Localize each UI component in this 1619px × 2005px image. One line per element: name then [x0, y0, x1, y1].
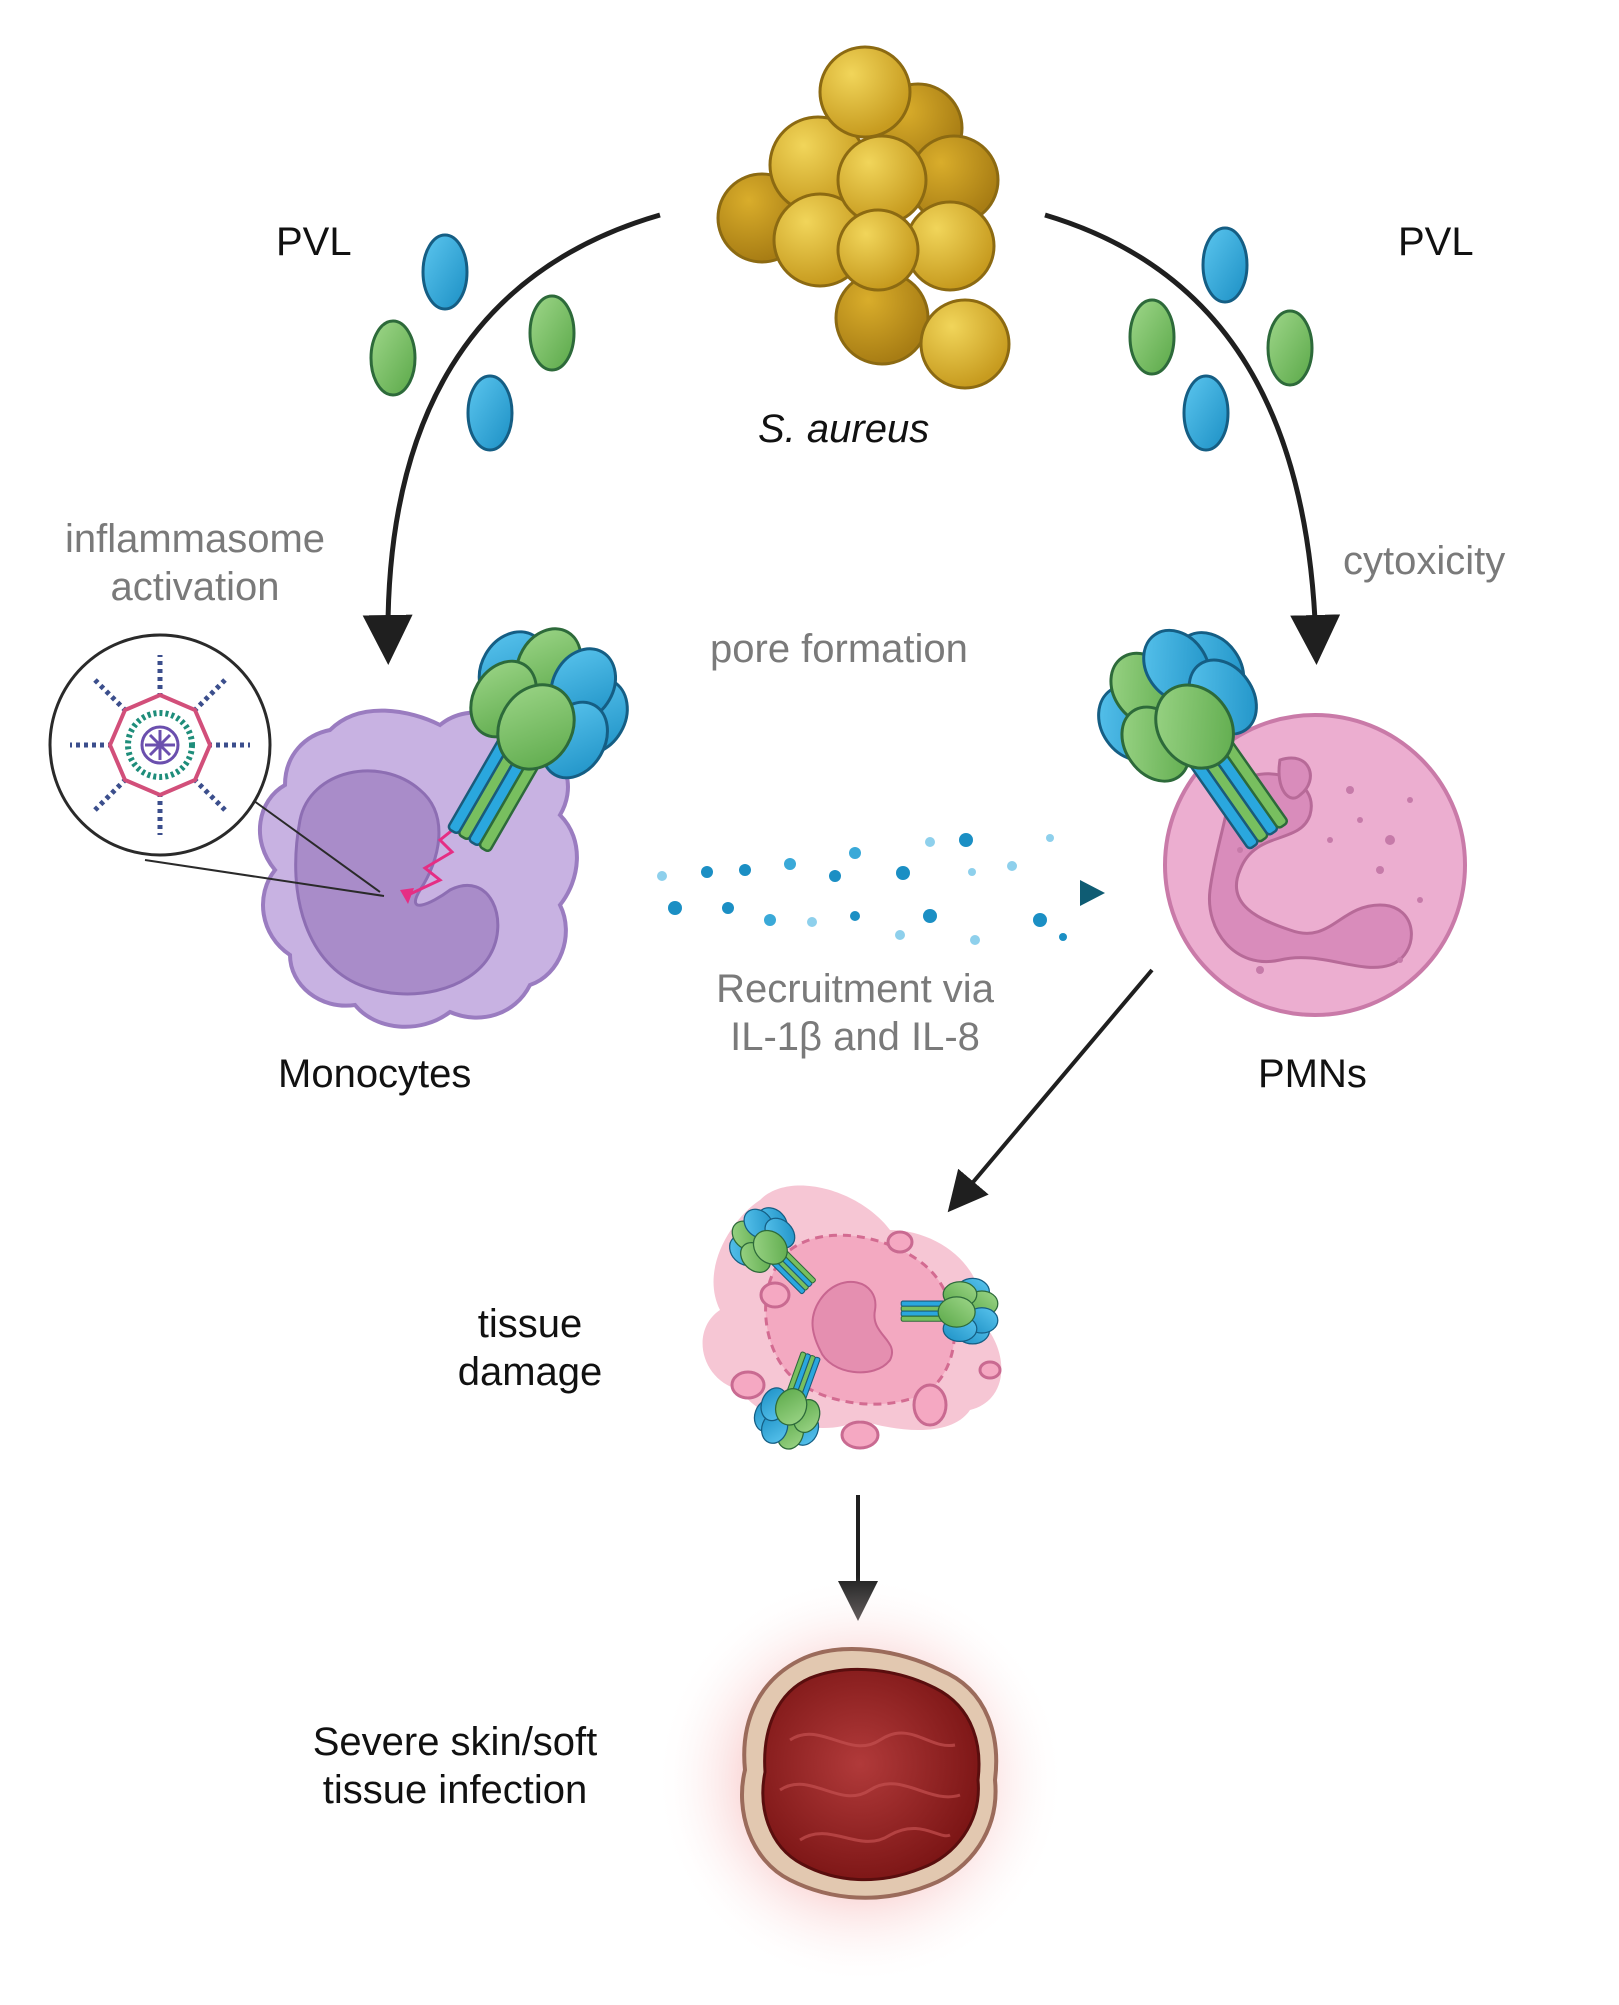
- tissue-damage-label: tissue damage: [457, 1302, 603, 1394]
- recruitment-arrow: [620, 833, 1105, 945]
- pore-formation-label: pore formation: [710, 627, 968, 671]
- skin-lesion-icon: [655, 1575, 1065, 1985]
- arrow-to-tissue-damage: [947, 968, 1154, 1213]
- monocytes-label: Monocytes: [278, 1052, 472, 1096]
- arrow-to-monocytes: [362, 212, 661, 665]
- pvl-toxin-subunit-icon: [1128, 226, 1314, 452]
- bacterium-label: S. aureus: [758, 407, 930, 451]
- inflammasome-label: inflammasome activation: [64, 517, 326, 609]
- recruitment-label: Recruitment via IL-1β and IL-8: [716, 967, 994, 1059]
- cytotoxicity-label: cytoxicity: [1343, 539, 1506, 583]
- pmns-label: PMNs: [1258, 1052, 1367, 1096]
- pvl-toxin-subunit-icon: [369, 233, 576, 452]
- lysed-cell-icon: [702, 1185, 1002, 1458]
- infection-label: Severe skin/soft tissue infection: [312, 1720, 598, 1812]
- arrow-to-pmns: [1044, 212, 1341, 665]
- inflammasome-zoom-icon: [48, 633, 272, 857]
- staphylococcus-cluster-icon: [716, 45, 1011, 390]
- pvl-label-left: PVL: [276, 220, 352, 264]
- pvl-label-right: PVL: [1398, 220, 1474, 264]
